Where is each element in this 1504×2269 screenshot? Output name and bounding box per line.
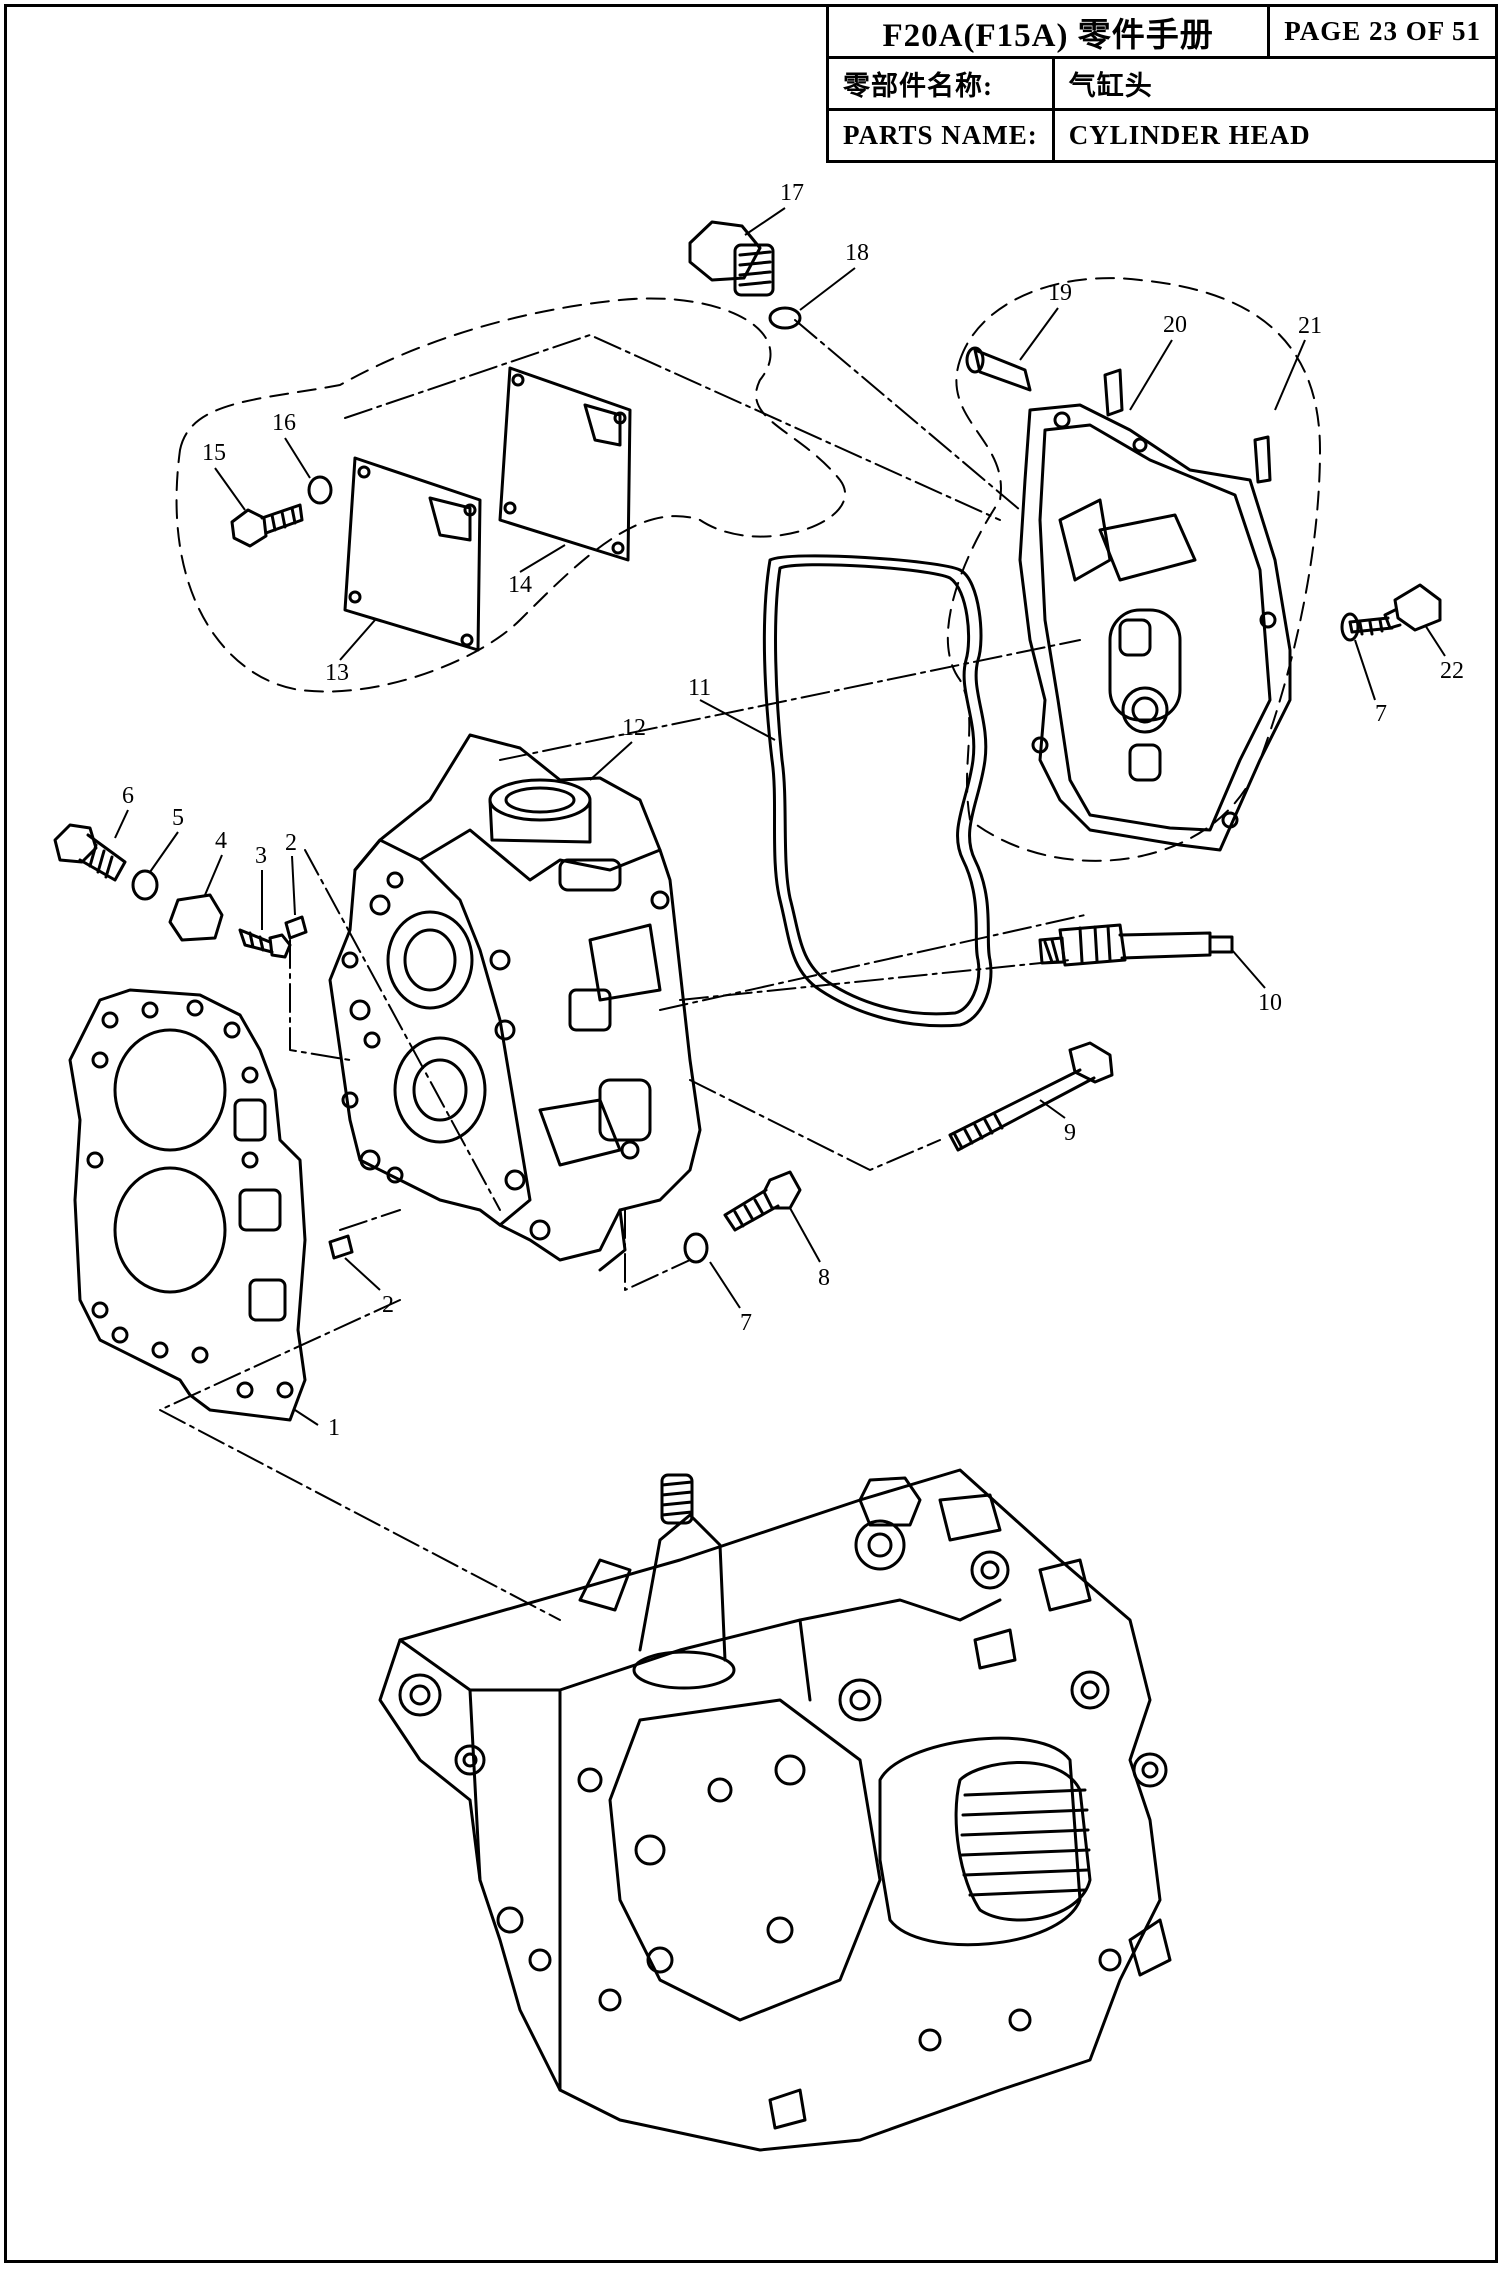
part-18-o-ring xyxy=(768,306,802,330)
part-11-cover-gasket-inner xyxy=(774,563,981,1016)
part-7-washer-lower xyxy=(683,1232,709,1264)
leader-lines xyxy=(114,207,1446,1426)
engine-block xyxy=(378,1468,1172,2152)
part-15-bolt xyxy=(230,503,304,548)
callout-13: 13 xyxy=(325,660,349,686)
callout-22: 22 xyxy=(1440,658,1464,684)
part-13-breather-cover xyxy=(343,456,482,652)
cn-name-label: 零部件名称: xyxy=(826,56,1055,111)
part-4-sleeve xyxy=(168,893,224,942)
callout-15: 15 xyxy=(202,440,226,466)
callout-16: 16 xyxy=(272,410,296,436)
part-5-o-ring xyxy=(131,869,159,901)
part-17-oil-filler-cap xyxy=(688,220,775,297)
manual-title: F20A(F15A) 零件手册 xyxy=(825,4,1271,59)
part-20-cylinder-head-cover xyxy=(1018,368,1292,852)
callout-4: 4 xyxy=(215,828,227,854)
callout-2a: 2 xyxy=(285,830,297,856)
part-19-fitting xyxy=(965,346,1032,392)
callout-20: 20 xyxy=(1163,312,1187,338)
part-10-spark-plug xyxy=(1038,923,1234,967)
breather-group-outline xyxy=(175,297,847,693)
callout-1: 1 xyxy=(328,1415,340,1441)
part-2-dowel-pin-lower xyxy=(328,1234,354,1260)
part-9-long-bolt xyxy=(948,1041,1114,1152)
drawing-frame xyxy=(4,4,1498,2263)
part-7-washer-upper xyxy=(1340,612,1360,642)
part-14-breather-gasket xyxy=(498,366,632,562)
title-block: F20A(F15A) 零件手册 PAGE 23 OF 51 零部件名称: 气缸头… xyxy=(825,4,1499,163)
callout-11: 11 xyxy=(688,675,711,701)
callout-18: 18 xyxy=(845,240,869,266)
callout-9: 9 xyxy=(1064,1120,1076,1146)
part-16-washer xyxy=(307,475,333,505)
en-name-value: CYLINDER HEAD xyxy=(1051,108,1499,163)
callout-17: 17 xyxy=(780,180,804,206)
page-number: PAGE 23 OF 51 xyxy=(1267,4,1498,59)
part-3-bolt xyxy=(238,928,292,959)
part-2-dowel-pin-upper xyxy=(284,915,308,940)
part-8-bolt xyxy=(723,1170,802,1232)
callout-labels: 1 2 2 3 4 5 6 7 7 8 9 10 11 12 13 14 15 … xyxy=(122,180,1464,1441)
part-6-plug xyxy=(53,823,127,882)
part-22-bolt xyxy=(1348,583,1442,636)
callout-5: 5 xyxy=(172,805,184,831)
part-11-cover-gasket xyxy=(762,554,993,1028)
callout-19: 19 xyxy=(1048,280,1072,306)
callout-7a: 7 xyxy=(1375,701,1387,727)
callout-8: 8 xyxy=(818,1265,830,1291)
callout-2b: 2 xyxy=(382,1292,394,1318)
alignment-lines xyxy=(159,319,1086,1621)
callout-21: 21 xyxy=(1298,313,1322,339)
cover-group-outline xyxy=(946,277,1321,862)
en-name-label: PARTS NAME: xyxy=(826,108,1055,163)
callout-12: 12 xyxy=(622,715,646,741)
callout-7b: 7 xyxy=(740,1310,752,1336)
cn-name-value: 气缸头 xyxy=(1051,56,1499,111)
part-1-head-gasket xyxy=(68,988,307,1422)
callout-6: 6 xyxy=(122,783,134,809)
callout-14: 14 xyxy=(508,572,532,598)
part-12-cylinder-head xyxy=(328,733,702,1272)
callout-3: 3 xyxy=(255,843,267,869)
callout-10: 10 xyxy=(1258,990,1282,1016)
